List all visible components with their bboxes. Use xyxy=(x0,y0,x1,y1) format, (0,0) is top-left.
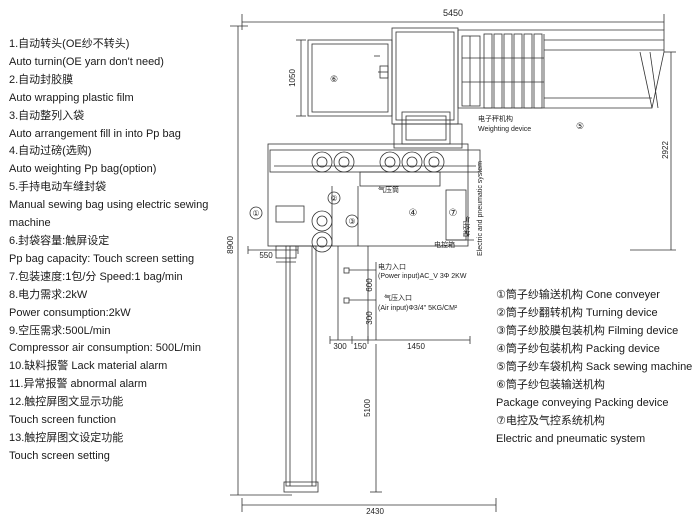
spec-line: Auto arrangement fill in into Pp bag xyxy=(9,127,181,140)
dim-2922-label: 2922 xyxy=(661,141,670,159)
dim-2430-label: 2430 xyxy=(366,507,384,516)
spec-line: 9.空压需求:500L/min xyxy=(9,324,111,337)
spec-line: 13.触控屏图文设定功能 xyxy=(9,431,124,444)
spec-line: 4.自动过磅(选购) xyxy=(9,145,92,158)
dim-300-h-label: 300 xyxy=(333,342,347,351)
spec-line: 12.触控屏图文显示功能 xyxy=(9,396,124,409)
spec-line: Power consumption:2kW xyxy=(9,306,131,319)
dim-5450-label: 5450 xyxy=(443,8,463,18)
legend-line: ⑥筒子纱包装输送机构 xyxy=(496,379,605,391)
weigh-cn: 电子秤机构 xyxy=(478,114,513,123)
cone-turning-filming: ① ② ③ xyxy=(249,191,359,263)
spec-line: 7.包装速度:1包/分 Speed:1 bag/min xyxy=(9,270,183,283)
spec-list: 1.自动转头(OE纱不转头) Auto turnin(OE yarn don't … xyxy=(9,36,234,466)
dim-1050: 1050 xyxy=(288,39,306,117)
label-3: ③ xyxy=(348,217,355,226)
legend-line: ④筒子纱包装机构 Packing device xyxy=(496,343,660,355)
spec-line: 11.异常报警 abnormal alarm xyxy=(9,378,147,391)
spec-line: 10.缺料报警 Lack material alarm xyxy=(9,360,168,373)
spec-line: 6.封袋容量:触屏设定 xyxy=(9,234,110,247)
sack-sewing-conveyor-5: ⑤ xyxy=(457,29,665,131)
spec-line: 2.自动封胶膜 xyxy=(9,73,74,86)
spec-line: Manual sewing bag using electric sewing xyxy=(9,199,209,212)
spec-line: 3.自动整列入袋 xyxy=(9,109,85,122)
ctrl-label: 电控箱 xyxy=(434,240,455,249)
dim-300-v-label: 300 xyxy=(365,311,374,325)
sys-vertical-label: Electric and pneumatic system xyxy=(477,161,484,256)
label-2: ② xyxy=(330,194,337,203)
power-cn: 电力入口 xyxy=(378,262,406,271)
packing-frame: 气压筒 ④ ⑦ 气控箱 电控箱 Electric and pneumatic s… xyxy=(267,143,484,256)
legend-line: Electric and pneumatic system xyxy=(496,433,646,445)
legend-line: ⑦电控及气控系统机构 xyxy=(496,415,605,427)
legend-line: ②筒子纱翻转机构 Turning device xyxy=(496,307,658,319)
spec-line: Touch screen setting xyxy=(9,449,110,462)
spec-line: Auto turnin(OE yarn don't need) xyxy=(9,55,164,68)
cylinder-label: 气压筒 xyxy=(378,185,399,194)
dim-8900: 8900 xyxy=(226,25,292,496)
dim-1050-label: 1050 xyxy=(288,69,297,87)
air-en: (Air input)Φ3/4" 5KG/CM² xyxy=(378,305,458,312)
dim-600-label: 600 xyxy=(365,278,374,292)
valve-label: 气控箱 xyxy=(462,216,471,237)
air-cn: 气压入口 xyxy=(384,293,412,302)
spec-line: Auto wrapping plastic film xyxy=(9,91,134,104)
weigh-en: Weighting device xyxy=(478,126,531,133)
lower-dimensions: 600 300 300 150 1450 5100 2430 xyxy=(241,262,497,516)
dim-150-label: 150 xyxy=(353,342,367,351)
dim-1450-label: 1450 xyxy=(407,342,425,351)
spec-line: machine xyxy=(9,217,51,230)
legend-line: Package conveying Packing device xyxy=(496,397,669,409)
label-7: ⑦ xyxy=(449,208,458,219)
dim-550-label: 550 xyxy=(259,251,273,260)
spec-line: 5.手持电动车缝封袋 xyxy=(9,181,107,194)
legend-line: ①筒子纱输送机构 Cone conveyer xyxy=(496,289,660,301)
power-en: (Power input)AC_V 3Φ 2KW xyxy=(378,273,467,280)
spec-line: 8.电力需求:2kW xyxy=(9,288,88,301)
lower-column: 电力入口 (Power input)AC_V 3Φ 2KW 气压入口 (Air … xyxy=(283,245,467,493)
dim-5450: 5450 xyxy=(241,8,665,30)
label-6: ⑥ xyxy=(330,74,338,84)
dim-5100-label: 5100 xyxy=(363,399,372,417)
package-conveyor-6: ⑥ xyxy=(307,39,393,117)
legend-line: ③筒子纱胶膜包装机构 Filming device xyxy=(496,325,679,337)
spec-line: Touch screen function xyxy=(9,414,117,427)
dim-2922: 2922 xyxy=(630,51,676,251)
label-5: ⑤ xyxy=(576,121,584,131)
spec-line: Compressor air consumption: 500L/min xyxy=(9,342,201,355)
legend-line: ⑤筒子纱车袋机构 Sack sewing machine xyxy=(496,361,693,373)
label-4: ④ xyxy=(409,208,418,219)
spec-line: Auto weighting Pp bag(option) xyxy=(9,163,157,176)
component-legend: ①筒子纱输送机构 Cone conveyer ②筒子纱翻转机构 Turning d… xyxy=(496,286,700,448)
spec-line: Pp bag capacity: Touch screen setting xyxy=(9,252,195,265)
dim-8900-label: 8900 xyxy=(226,236,235,254)
spec-line: 1.自动转头(OE纱不转头) xyxy=(9,38,130,50)
label-1: ① xyxy=(252,209,259,218)
